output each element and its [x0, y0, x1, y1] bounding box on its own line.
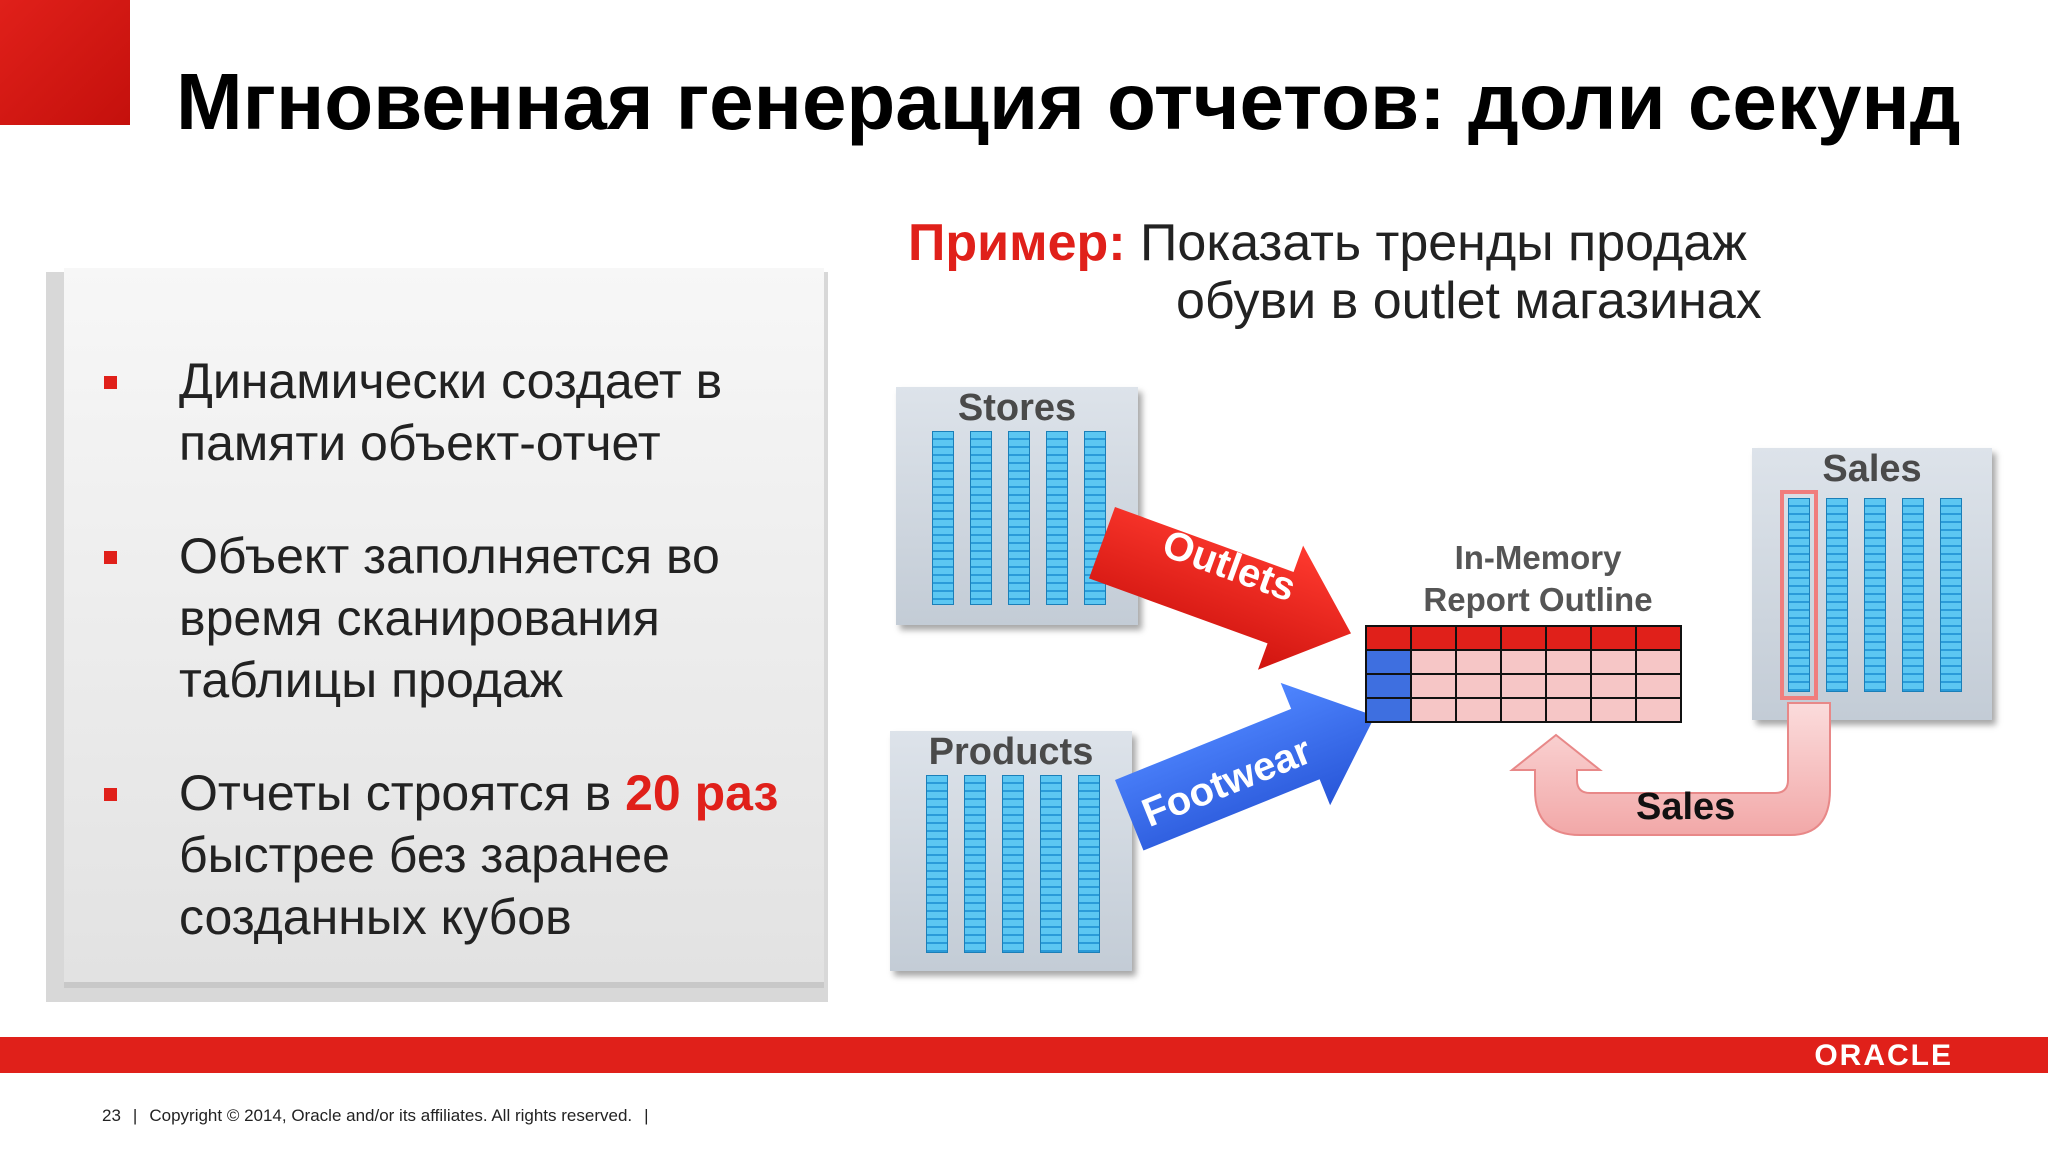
table-column: [1008, 431, 1030, 605]
corner-accent: [0, 0, 130, 125]
table-column: [964, 775, 986, 953]
footer-text: 23 | Copyright © 2014, Oracle and/or its a…: [102, 1106, 661, 1126]
products-table: Products: [890, 731, 1132, 971]
sales-table-label: Sales: [1822, 448, 1922, 490]
bullet-highlight: 20 раз: [625, 765, 779, 821]
bullet-text: Объект заполняется во время сканирования…: [179, 528, 720, 708]
table-column: [1002, 775, 1024, 953]
grid-row: [1365, 649, 1682, 675]
table-column: [1864, 498, 1886, 692]
report-outline-grid: [1365, 625, 1682, 723]
outlets-arrow-label: Outlets: [1156, 521, 1302, 611]
copyright: Copyright © 2014, Oracle and/or its affi…: [149, 1106, 633, 1125]
example-label: Пример:: [908, 214, 1126, 272]
example-line1: Показать тренды продаж: [1125, 214, 1747, 272]
table-column: [1046, 431, 1068, 605]
table-column: [970, 431, 992, 605]
table-column: [1040, 775, 1062, 953]
bullet-text-pre: Отчеты строятся в: [179, 765, 626, 821]
sales-arrow-label: Sales: [1636, 786, 1736, 828]
slide-title: Мгновенная генерация отчетов: доли секун…: [176, 57, 1961, 146]
stores-columns: [932, 431, 1106, 605]
table-column: [1826, 498, 1848, 692]
footwear-arrow-label: Footwear: [1136, 728, 1318, 836]
footer-bar: [0, 1037, 2048, 1073]
bullet-panel: Динамически создает в памяти объект-отче…: [64, 268, 824, 982]
grid-header-row: [1365, 625, 1682, 651]
inmemory-label: In-Memory Report Outline: [1400, 537, 1676, 621]
footer-separator: |: [644, 1106, 649, 1125]
bullet-text: Динамически создает в памяти объект-отче…: [179, 353, 723, 471]
inmemory-line1: In-Memory: [1454, 539, 1622, 576]
table-column: [1902, 498, 1924, 692]
products-label: Products: [928, 731, 1094, 773]
inmemory-line2: Report Outline: [1423, 581, 1653, 618]
bullet-text-post: быстрее без заранее созданных кубов: [179, 827, 670, 945]
bullet-marker: [104, 551, 117, 564]
slide-number: 23: [102, 1106, 121, 1125]
products-columns: [926, 775, 1100, 953]
bullet-marker: [104, 376, 117, 389]
table-column: [926, 775, 948, 953]
example-caption: Пример: Показать тренды продаж обуви в o…: [908, 214, 1762, 330]
stores-label: Stores: [957, 387, 1077, 429]
stores-table: Stores: [896, 387, 1138, 625]
table-column: [1084, 431, 1106, 605]
grid-row: [1365, 697, 1682, 723]
example-line2: обуви в outlet магазинах: [1176, 272, 1762, 330]
sales-table: Sales: [1752, 448, 1992, 720]
grid-row: [1365, 673, 1682, 699]
sales-columns: [1780, 490, 1962, 700]
table-column: [1940, 498, 1962, 692]
table-column: [932, 431, 954, 605]
bullet-marker: [104, 788, 117, 801]
bullet-text: Отчеты строятся в 20 раз быстрее без зар…: [179, 762, 839, 948]
table-column: [1078, 775, 1100, 953]
footer-separator: |: [132, 1106, 138, 1125]
highlighted-column: [1780, 490, 1818, 700]
oracle-logo: ORACLE: [1814, 1039, 1953, 1072]
